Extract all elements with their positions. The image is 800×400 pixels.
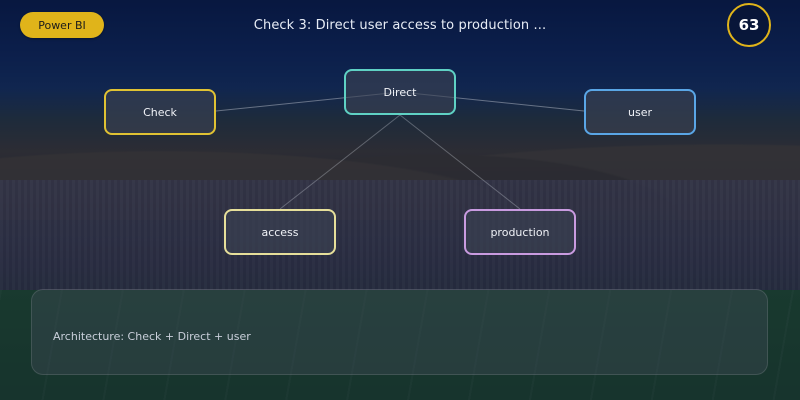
architecture-summary: Architecture: Check + Direct + user [53,330,251,343]
info-panel: Architecture: Check + Direct + user [31,289,768,375]
page-title: Check 3: Direct user access to productio… [253,18,547,33]
node-check[interactable]: Check [104,89,216,135]
node-user[interactable]: user [584,89,696,135]
app-badge[interactable]: Power BI [20,12,104,38]
node-access[interactable]: access [224,209,336,255]
node-direct[interactable]: Direct [344,69,456,115]
node-production[interactable]: production [464,209,576,255]
score-counter: 63 [727,3,771,47]
